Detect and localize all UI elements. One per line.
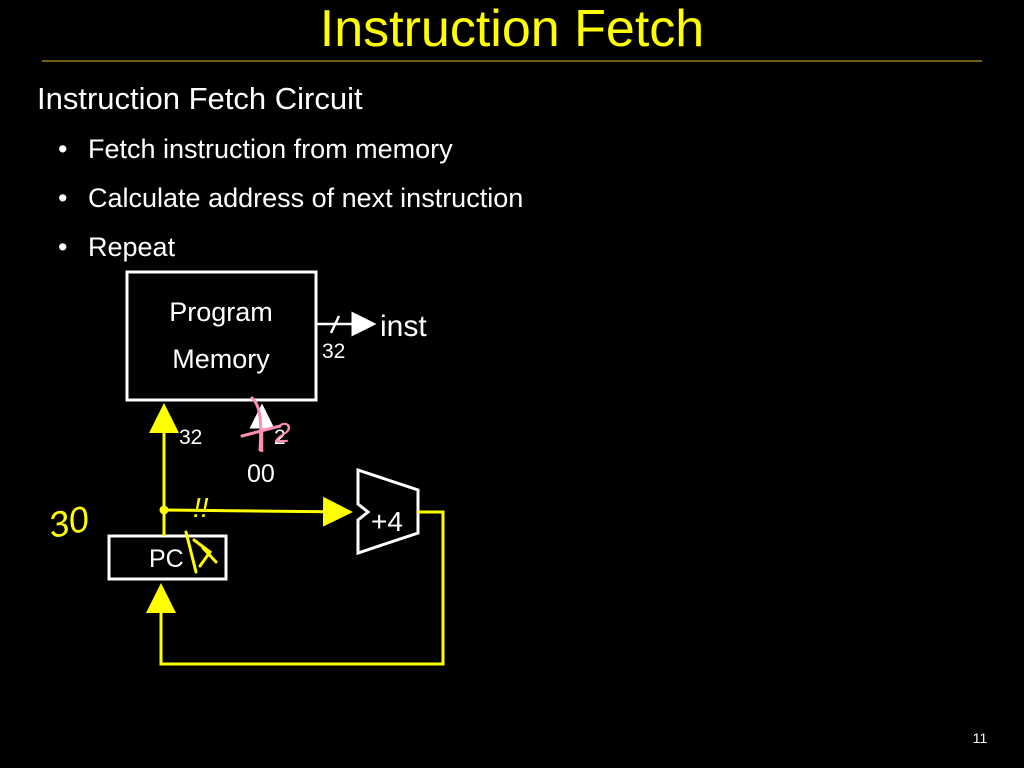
bullet-dot-icon: • (58, 183, 68, 213)
adder-block (356, 467, 420, 556)
pc-register-box (107, 534, 228, 581)
bullet-item: • Repeat (58, 231, 523, 280)
yellow-ink-scribble (184, 530, 218, 574)
output-bus-slash (329, 315, 341, 334)
output-width-label: 32 (322, 340, 345, 363)
bullet-item: • Fetch instruction from memory (58, 133, 523, 182)
memory-label-line1: Program (169, 297, 273, 327)
page-number: 11 (972, 730, 988, 746)
dropped-bits-value-label: 00 (247, 460, 275, 488)
slide-title: Instruction Fetch (319, 0, 705, 58)
pink-ink-stroke (240, 396, 282, 452)
address-bus-slash (154, 416, 171, 431)
bullet-list: • Fetch instruction from memory • Calculat… (58, 133, 523, 280)
bullet-dot-icon: • (58, 134, 68, 164)
program-memory-box (125, 270, 318, 402)
bullet-dot-icon: • (58, 232, 68, 262)
bullet-item: • Calculate address of next instruction (58, 182, 523, 231)
pc-label: PC (149, 545, 184, 573)
bullet-text: Repeat (88, 232, 176, 262)
bullet-text: Calculate address of next instruction (88, 183, 524, 213)
address-width-label: 32 (179, 426, 202, 449)
section-heading: Instruction Fetch Circuit (37, 81, 363, 116)
title-divider (42, 60, 982, 62)
handwritten-30: 30 (45, 498, 93, 546)
handwritten-2-pink: 2 (274, 417, 291, 448)
adder-input-wire (163, 496, 353, 527)
handwritten-annotations: 30 !! 2 (45, 396, 291, 574)
bullet-text: Fetch instruction from memory (88, 134, 453, 164)
dropped-bits-width-label: 2 (274, 426, 286, 449)
instruction-output-label: inst (380, 310, 427, 343)
handwritten-exclaim: !! (193, 492, 209, 523)
memory-label-line2: Memory (172, 344, 270, 374)
adder-label: +4 (371, 506, 403, 537)
next-pc-feedback-wire (146, 510, 445, 666)
